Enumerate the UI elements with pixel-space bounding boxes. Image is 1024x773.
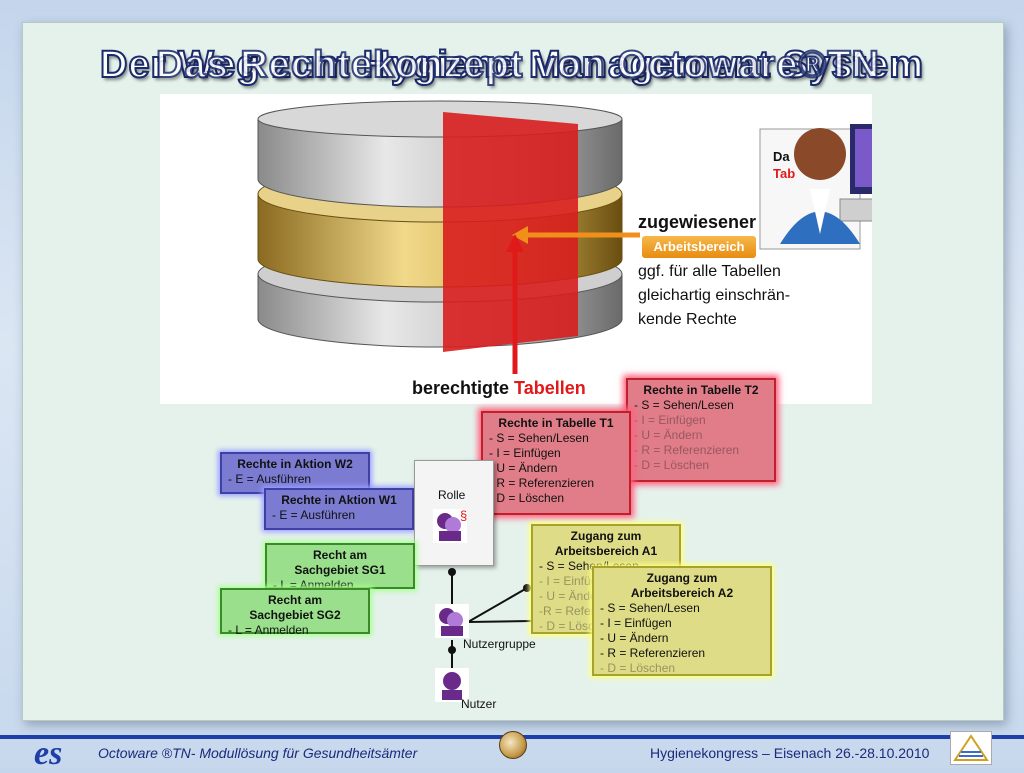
tables-label: Tabellen bbox=[514, 378, 586, 398]
person-icon bbox=[442, 672, 462, 700]
access-area-a2-box: Zugang zum Arbeitsbereich A2 - S = Sehen… bbox=[592, 566, 772, 676]
box-line: - I = Einfügen bbox=[634, 413, 706, 427]
box-title: Sachgebiet SG2 bbox=[249, 608, 341, 622]
box-line: - R = Referenzieren bbox=[489, 476, 595, 490]
box-title: Arbeitsbereich A2 bbox=[630, 586, 734, 600]
power-knob-icon bbox=[499, 731, 527, 759]
box-line: - D = Löschen bbox=[489, 491, 565, 505]
box-line: - U = Ändern bbox=[489, 461, 558, 475]
restriction-text: ggf. für alle Tabellen gleichartig einsc… bbox=[638, 260, 790, 332]
box-line: - L = Anmelden bbox=[228, 623, 309, 637]
database-cylinder-graphic bbox=[257, 100, 872, 374]
box-title: Rechte in Tabelle T1 bbox=[498, 416, 614, 430]
box-line: - S = Sehen/Lesen bbox=[634, 398, 734, 412]
authorized-label: berechtigte bbox=[412, 378, 510, 398]
rights-action-w2-box: Rechte in Aktion W2 - E = Ausführen bbox=[220, 452, 370, 494]
restriction-line-1: ggf. für alle Tabellen bbox=[638, 263, 781, 280]
box-line: - E = Ausführen bbox=[228, 472, 312, 486]
user-icon bbox=[435, 668, 469, 702]
card-text-a: Da bbox=[773, 149, 790, 164]
people-icon bbox=[439, 608, 463, 636]
box-line: - U = Ändern bbox=[539, 589, 608, 603]
bvh-logo bbox=[950, 731, 992, 765]
authorized-tables-label: berechtigte Tabellen bbox=[412, 378, 586, 399]
paragraph-icon: § bbox=[460, 508, 468, 523]
box-line: - I = Einfügen bbox=[600, 616, 672, 630]
box-line: - E = Ausführen bbox=[272, 508, 356, 522]
bvh-logo-graphic bbox=[953, 734, 989, 761]
box-title: Rechte in Aktion W1 bbox=[281, 493, 397, 507]
work-area-tag: Arbeitsbereich bbox=[642, 236, 756, 258]
box-title: Zugang zum bbox=[570, 529, 642, 543]
box-line: - D = Löschen bbox=[600, 661, 676, 675]
restriction-line-2: gleichartig einschrän- bbox=[638, 287, 791, 304]
rights-area-sg2-box: Recht am Sachgebiet SG2 - L = Anmelden bbox=[220, 588, 370, 637]
box-line: - S = Sehen/Lesen bbox=[600, 601, 700, 615]
box-line: - R = Referenzieren bbox=[634, 443, 740, 457]
box-line: - U = Ändern bbox=[634, 428, 703, 442]
rights-table-t1-box: Rechte in Tabelle T1 - S = Sehen/Lesen -… bbox=[481, 411, 631, 515]
rights-table-t2-box: Rechte in Tabelle T2 - S = Sehen/Lesen -… bbox=[626, 378, 776, 482]
user-group-label: Nutzergruppe bbox=[463, 637, 536, 651]
box-title: Arbeitsbereich A1 bbox=[554, 544, 658, 558]
restriction-line-3: kende Rechte bbox=[638, 311, 737, 328]
role-scroll: Rolle § bbox=[414, 460, 494, 566]
box-title: Rechte in Tabelle T2 bbox=[643, 383, 759, 397]
es-logo: es bbox=[34, 735, 63, 772]
box-title: Recht am bbox=[312, 548, 368, 562]
rights-area-sg1-box: Recht am Sachgebiet SG1 - L = Anmelden bbox=[265, 543, 415, 592]
database-illustration: zugewiesener Arbeitsbereich ggf. für all… bbox=[160, 94, 872, 404]
box-title: Recht am bbox=[267, 593, 323, 607]
box-title: Rechte in Aktion W2 bbox=[237, 457, 353, 471]
box-line: - D = Löschen bbox=[634, 458, 710, 472]
role-people-icon bbox=[433, 509, 467, 543]
role-label: Rolle bbox=[438, 488, 466, 502]
rights-action-w1-box: Rechte in Aktion W1 - E = Ausführen bbox=[264, 488, 414, 530]
user-label: Nutzer bbox=[461, 697, 497, 711]
box-line: - I = Einfügen bbox=[489, 446, 561, 460]
box-title: Zugang zum bbox=[646, 571, 718, 585]
people-icon bbox=[437, 513, 461, 541]
title-line-b: Das Rechtekonzept von Octoware®TN bbox=[155, 43, 881, 87]
box-title: Sachgebiet SG1 bbox=[294, 563, 386, 577]
assigned-label: zugewiesener bbox=[638, 212, 757, 232]
slide-title: Der Weg zum Hygiene Management System Da… bbox=[0, 43, 1024, 104]
box-line: - R = Referenzieren bbox=[600, 646, 706, 660]
box-line: - U = Ändern bbox=[600, 631, 669, 645]
title-line-a: Der Weg zum Hygiene Management System bbox=[99, 43, 924, 87]
user-group-icon bbox=[435, 604, 469, 638]
box-line: - S = Sehen/Lesen bbox=[489, 431, 589, 445]
footer-right-text: Hygienekongress – Eisenach 26.-28.10.201… bbox=[650, 745, 930, 761]
footer-left-text: Octoware ®TN- Modullösung für Gesundheit… bbox=[98, 745, 418, 761]
card-text-b: Tab bbox=[773, 166, 796, 181]
